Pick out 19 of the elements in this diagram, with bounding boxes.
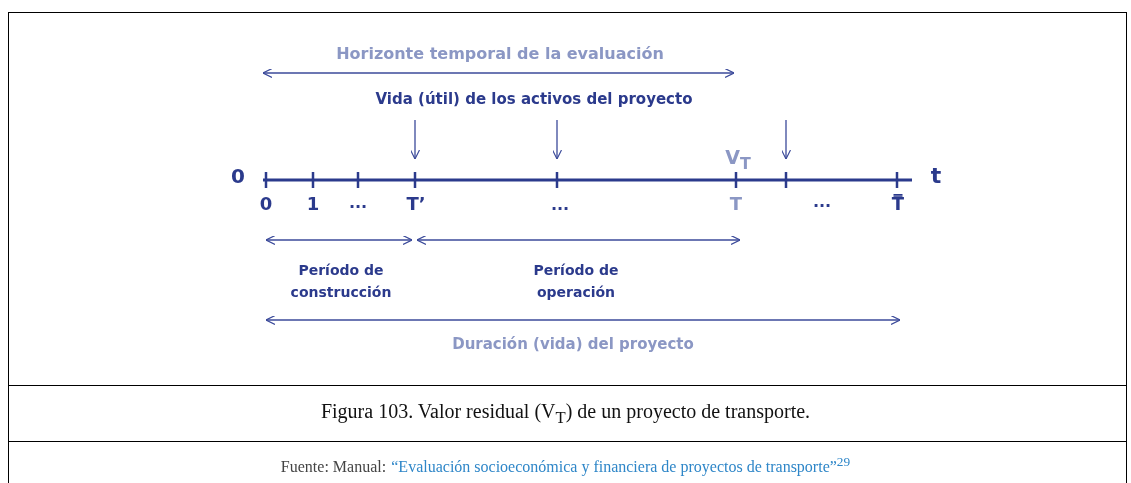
source-link: “Evaluación socioeconómica y financiera de proyectos de transporte”$^{29}$	[391, 458, 851, 476]
axis-label: t	[930, 163, 942, 189]
source-text: Fuente: Manual:	[280, 458, 387, 476]
span-label: Horizonte temporal de la evaluación	[336, 45, 664, 64]
span-label: Duración (vida) del proyecto	[452, 336, 694, 354]
tick-label: ...	[550, 196, 570, 215]
span-label: Período de operación	[532, 261, 620, 303]
span-label: Período de construcción	[289, 261, 393, 303]
tick-label: 0	[259, 194, 273, 215]
figure-caption: Figura 103. Valor residual (V$_{T}$) de un proyecto de transporte.	[320, 400, 811, 428]
tick-label: ...	[812, 193, 832, 212]
tick-label: 1	[306, 194, 320, 215]
tick-label: T̿	[891, 194, 905, 215]
axis-origin-label: 0	[231, 165, 245, 188]
tick-label: T	[729, 194, 743, 215]
tick-label: ...	[348, 194, 368, 213]
heading-label: Vida (útil) de los activos del proyecto	[375, 91, 693, 109]
tick-label: T’	[406, 194, 426, 215]
value-label: V$_{T}$	[725, 147, 751, 173]
